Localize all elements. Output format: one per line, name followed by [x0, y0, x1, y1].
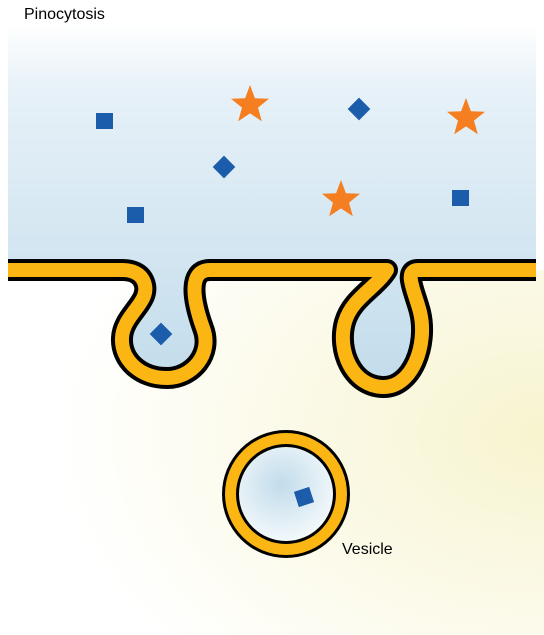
star-particle-icon: [231, 85, 269, 122]
vesicle-label: Vesicle: [342, 541, 393, 558]
star-particles: [231, 85, 485, 217]
square-particle-icon: [127, 207, 144, 223]
star-particle-icon: [322, 180, 360, 217]
star-particle-icon: [447, 98, 485, 135]
square-particle-icon: [293, 486, 315, 508]
square-particle-icon: [452, 190, 469, 206]
square-particle-icon: [96, 113, 113, 129]
diagram-title: Pinocytosis: [24, 6, 105, 23]
plasma-membrane: [8, 259, 536, 398]
vesicle: [222, 430, 350, 558]
square-particle-icon: [347, 97, 371, 121]
